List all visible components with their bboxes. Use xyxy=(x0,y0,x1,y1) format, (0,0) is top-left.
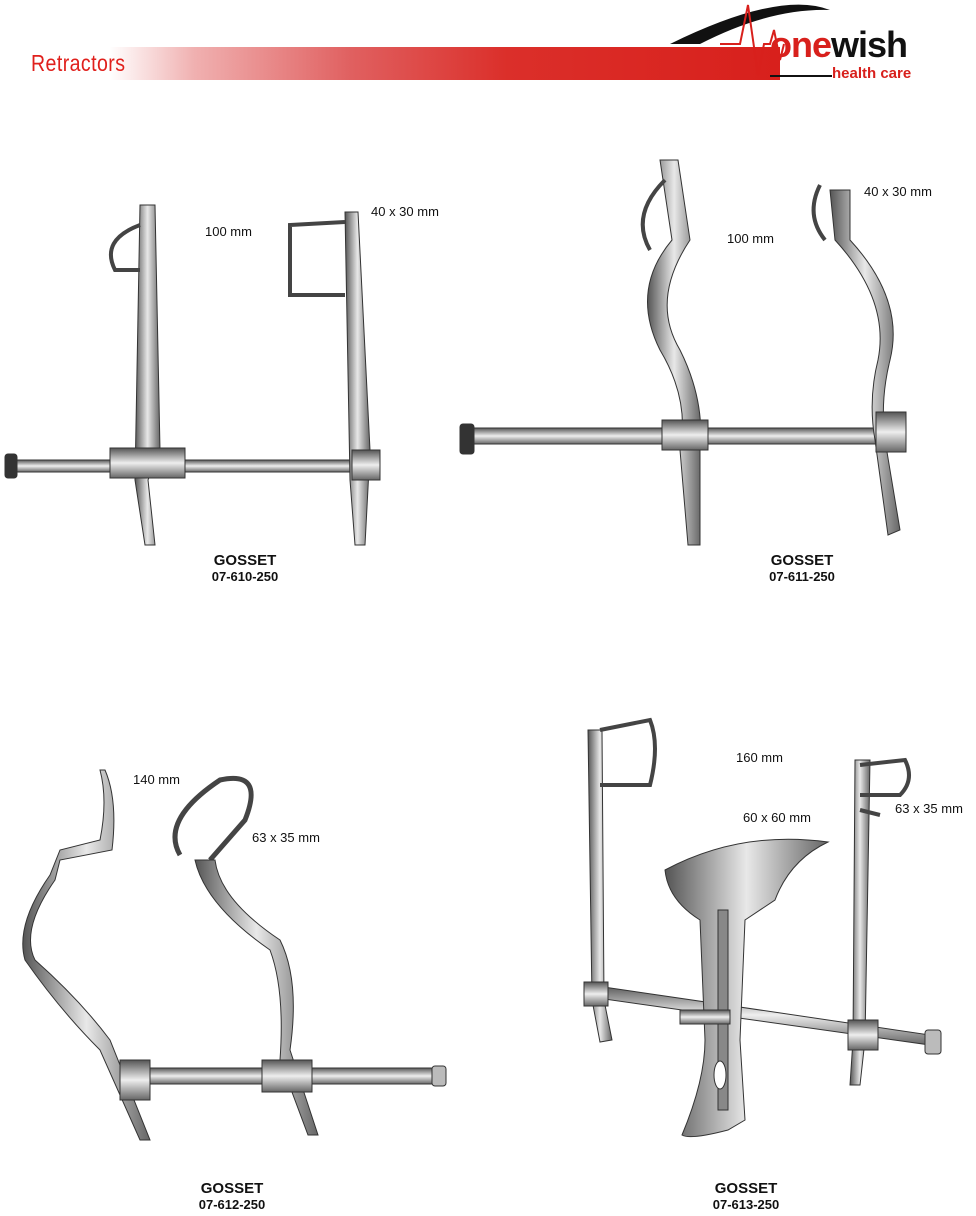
product-name: GOSSET xyxy=(213,552,277,569)
product-name: GOSSET xyxy=(714,1180,778,1197)
product-name: GOSSET xyxy=(200,1180,264,1197)
dimension-label: 40 x 30 mm xyxy=(864,184,932,199)
logo-brand-red: one xyxy=(770,24,832,65)
logo-tagline: health care xyxy=(832,65,912,82)
dimension-label: 140 mm xyxy=(133,772,180,787)
product-code: 07-611-250 xyxy=(769,569,835,584)
retractor-07-612-250 xyxy=(22,769,447,1141)
page-title: Retractors xyxy=(31,50,126,76)
logo-brand-black: wish xyxy=(831,24,908,65)
retractor-07-610-250 xyxy=(4,204,381,546)
header-band xyxy=(0,47,780,80)
retractor-07-611-250 xyxy=(459,159,907,546)
logo-swoosh xyxy=(670,4,832,77)
dimension-label: 40 x 30 mm xyxy=(371,204,439,219)
dimension-label: 100 mm xyxy=(727,231,774,246)
product-code: 07-613-250 xyxy=(712,1197,780,1212)
dimension-label: 60 x 60 mm xyxy=(743,810,811,825)
product-code: 07-610-250 xyxy=(211,569,279,584)
dimension-label: 160 mm xyxy=(736,750,783,765)
dimension-label: 100 mm xyxy=(205,224,252,239)
product-name: GOSSET xyxy=(770,552,834,569)
dimension-label: 63 x 35 mm xyxy=(252,830,320,845)
logo-wordmark: onewish xyxy=(770,24,908,65)
dimension-label: 63 x 35 mm xyxy=(895,801,963,816)
retractor-07-613-250 xyxy=(583,717,942,1138)
product-code: 07-612-250 xyxy=(198,1197,266,1212)
